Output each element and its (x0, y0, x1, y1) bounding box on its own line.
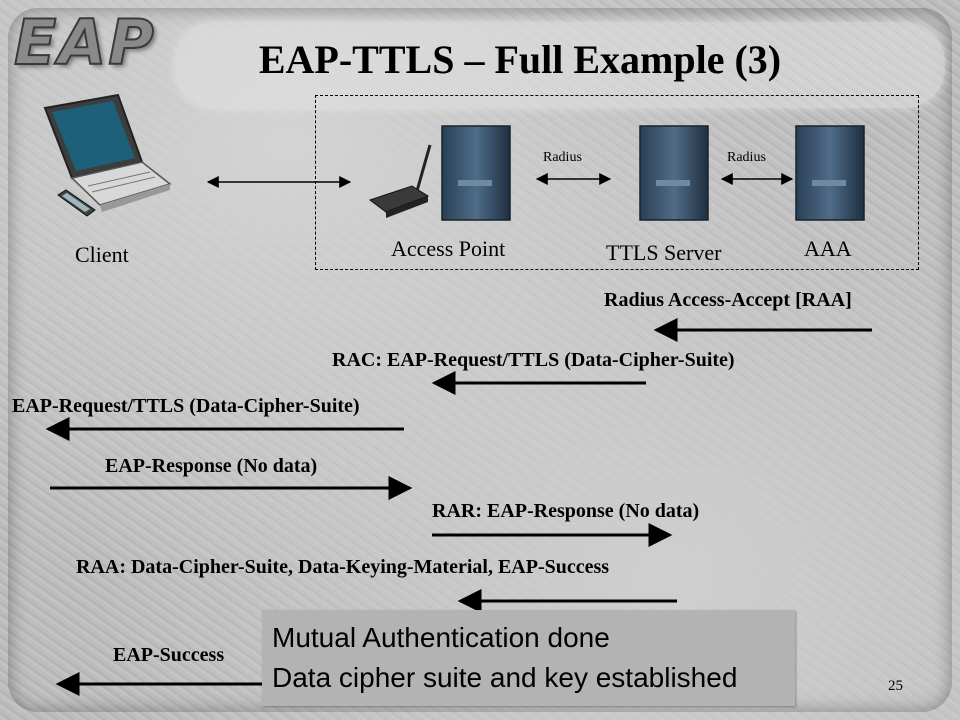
aaa-server-icon (795, 125, 865, 221)
message-label: RAA: Data-Cipher-Suite, Data-Keying-Mate… (76, 556, 610, 578)
access-point-icon (368, 144, 432, 218)
message-label: EAP-Request/TTLS (Data-Cipher-Suite) (12, 395, 360, 417)
aaa-label: AAA (804, 236, 852, 261)
slide-title: EAP-TTLS – Full Example (3) (258, 37, 782, 82)
note-line-1: Mutual Authentication done (272, 622, 610, 653)
ttls-server-icon (639, 125, 709, 221)
eap-logo: EAP (13, 5, 156, 80)
message-label: EAP-Success (113, 644, 225, 666)
page-number: 25 (888, 678, 903, 694)
radius-link-1-label: Radius (543, 150, 582, 165)
message-label: Radius Access-Accept [RAA] (604, 289, 852, 311)
title-panel (175, 22, 945, 108)
client-label: Client (75, 242, 129, 267)
access-server-icon (441, 125, 511, 221)
message-label: RAR: EAP-Response (No data) (432, 500, 700, 522)
laptop-icon (43, 93, 172, 212)
access-point-label: Access Point (391, 236, 506, 261)
ttls-server-label: TTLS Server (606, 240, 722, 265)
message-label: EAP-Response (No data) (105, 455, 318, 477)
radius-link-2-label: Radius (727, 150, 766, 165)
message-label: RAC: EAP-Request/TTLS (Data-Cipher-Suite… (332, 349, 735, 371)
summary-note-box: Mutual Authentication done Data cipher s… (262, 610, 795, 706)
mobile-phone-icon (57, 189, 96, 217)
note-line-2: Data cipher suite and key established (272, 662, 738, 693)
